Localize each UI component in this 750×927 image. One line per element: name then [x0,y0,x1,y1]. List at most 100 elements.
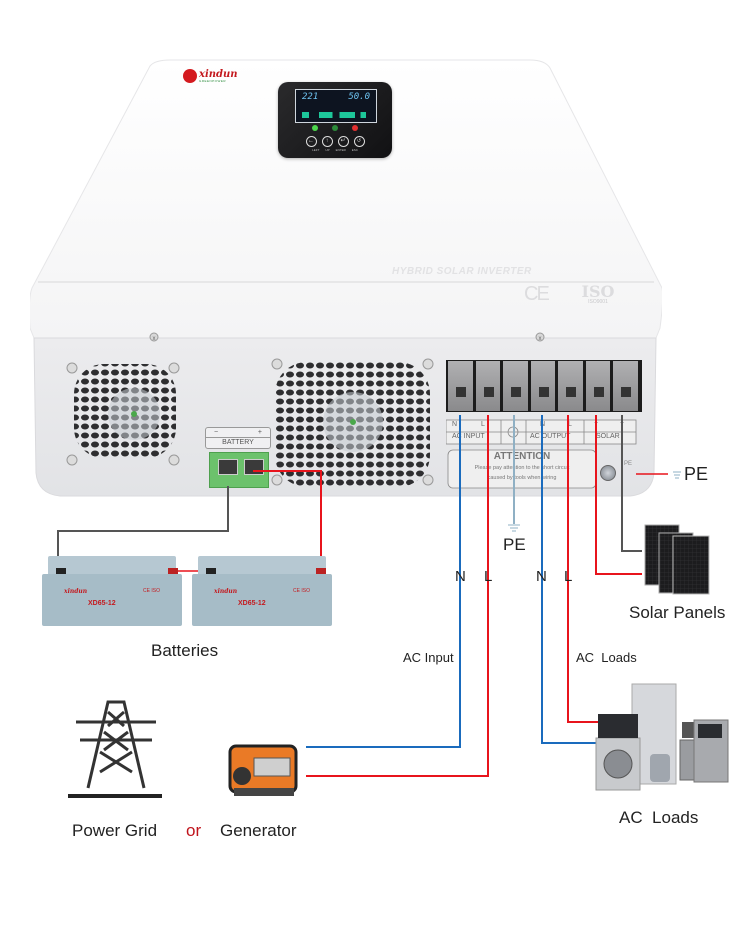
battery-brand: xindun [214,588,238,595]
battery-neg-post [206,568,216,574]
control-panel: 221 50.0 ← ↑ ↵ ↺ LEFT UP ENTER ESC [278,82,392,158]
n-output-label: N [536,568,547,585]
battery-terminal-label: − + BATTERY [205,427,271,449]
ac-input-terminal-label: AC INPUT [452,433,485,440]
screw-icon [168,362,180,374]
terminal-n-in: N [452,421,458,428]
screw-icon [66,454,78,466]
solar-negative-wire [621,415,642,552]
fan-grille-left [66,362,180,466]
model-text: HYBRID SOLAR INVERTER [392,266,532,277]
solar-panels-label: Solar Panels [629,603,726,622]
svg-text:x: x [153,336,156,342]
button-label: ESC [351,148,358,152]
enter-button[interactable]: ↵ [337,136,349,147]
solar-terminal-label: SOLAR [596,433,620,440]
solar-positive-wire [595,415,642,575]
l-output-label: L [564,568,573,585]
battery-cert: CE ISO [293,588,310,594]
screw-icon: x [535,332,545,342]
pe-right-label: PE [684,464,709,484]
generator-label: Generator [220,821,297,840]
iso-mark: ISO ISO9001 [578,284,618,305]
fan-grille-right [271,358,434,487]
pe-small-label: PE [624,461,633,467]
battery-model: XD65-12 [238,600,266,607]
batteries-label: Batteries [151,641,219,660]
battery-pos-post [168,568,178,574]
battery-model: XD65-12 [88,600,116,607]
solar-panels-icon [644,524,710,595]
led-chg [332,125,338,131]
battery-minus-label: − [214,429,219,436]
left-button[interactable]: ← [305,136,317,147]
screw-icon [271,474,283,486]
ac-input-live-wire [306,415,489,777]
terminal-ac-out-l[interactable] [558,361,583,411]
lcd-display: 221 50.0 [295,89,377,123]
l-input-label: L [484,568,493,585]
or-label: or [186,821,202,840]
battery-negative-port[interactable] [218,459,238,475]
button-label: LEFT [312,148,320,152]
battery-plus-label: + [257,429,262,436]
appliances-icon [595,683,729,791]
ac-input-label: AC Input [403,650,454,665]
ground-icon [673,471,681,479]
screw-icon [422,474,434,486]
terminal-l-out: L [568,421,572,428]
up-button[interactable]: ↑ [321,136,333,147]
battery-pos-post [316,568,326,574]
screw-icon: x [149,332,159,342]
ac-output-live-wire [567,415,598,723]
terminal-solar-neg[interactable] [613,361,639,411]
ac-output-neutral-wire [541,415,598,744]
battery-positive-wire [253,470,322,572]
battery-neg-post [56,568,66,574]
battery-unit: xindun CE ISO XD65-12 [42,556,182,626]
ac-loads-wire-label: AC Loads [576,650,637,665]
n-input-label: N [455,568,466,585]
battery-negative-wire [57,486,229,572]
logo-icon [183,69,197,83]
lcd-left-value: 221 [302,92,319,102]
attention-text-1: Please pay attention to the short circui… [474,465,570,471]
attention-title: ATTENTION [493,451,551,462]
pe-center-label: PE [503,535,526,554]
terminal-ac-in-n[interactable] [448,361,473,411]
ac-output-terminal-label: AC OUTPUT [530,433,571,440]
terminal-pe[interactable] [503,361,528,411]
battery-label: BATTERY [222,439,254,446]
button-label: ENTER [335,148,346,152]
screw-icon [66,362,78,374]
terminal-ac-out-n[interactable] [530,361,556,411]
power-tower-icon [68,700,162,798]
battery-brand: xindun [64,588,88,595]
led-ac-inv [312,125,318,131]
iso-text: ISO [581,282,615,301]
power-grid-label: Power Grid [72,821,158,840]
battery-cert: CE ISO [143,588,160,594]
batteries: xindun CE ISO XD65-12 xindun CE ISO XD65… [42,548,342,628]
battery-unit: xindun CE ISO XD65-12 [192,556,332,626]
ground-icon [508,524,520,532]
button-label: UP [325,148,330,152]
terminal-l-in: L [481,421,485,428]
attention-text-2: caused by tools when wiring [487,475,557,481]
brand-sub: GREENPOWER [199,78,227,83]
terminal-blocks [448,361,639,411]
lcd-flow-graphic [302,112,370,118]
terminal-solar-pos[interactable] [585,361,611,411]
brand-name: xindun [199,68,238,80]
brand-logo: xindun GREENPOWER [183,67,238,85]
led-fault [352,125,358,131]
ac-loads-label: AC Loads [619,808,699,827]
ac-input-neutral-wire [306,415,461,748]
esc-button[interactable]: ↺ [353,136,365,147]
screw-icon [422,358,434,370]
generator-icon [228,744,298,796]
screw-icon [168,454,180,466]
terminal-ac-in-l[interactable] [475,361,501,411]
iso-sub: ISO9001 [588,299,608,305]
